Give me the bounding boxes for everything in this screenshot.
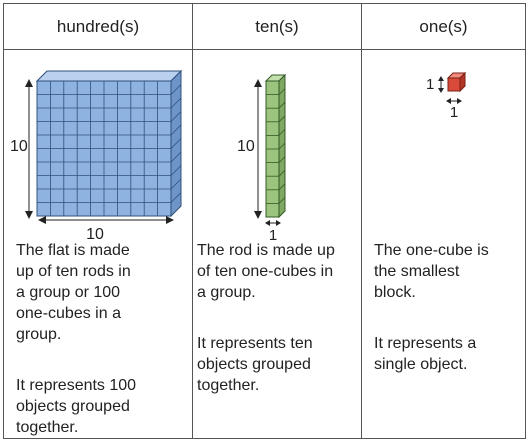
rod-grid-line	[278, 183, 286, 191]
header-tens: ten(s)	[255, 16, 299, 36]
width-dimension-arrow	[446, 98, 462, 104]
column-divider	[192, 4, 193, 438]
flat-grid-line	[170, 97, 182, 109]
flat-block-figure: 10 10	[10, 69, 183, 243]
flat-grid-line	[170, 124, 182, 136]
height-dimension-arrow	[254, 79, 262, 219]
one-cube	[446, 71, 467, 93]
column-divider	[361, 4, 362, 438]
rod-grid-line	[278, 101, 286, 109]
flat-description: The flat is made up of ten rods in a gro…	[16, 242, 131, 343]
rod-grid-line	[278, 129, 286, 136]
flat-width-label: 10	[86, 226, 104, 243]
cube-description: The one-cube is the smallest block.	[374, 242, 489, 301]
header-hundreds: hundred(s)	[56, 16, 140, 36]
flat-block	[35, 69, 183, 218]
base-ten-blocks-table: hundred(s) ten(s) one(s) 10	[3, 3, 526, 439]
flat-grid-line	[170, 151, 182, 163]
rod-representation: It represents ten objects grouped togeth…	[197, 335, 313, 394]
flat-grid-line	[170, 138, 182, 149]
rod-description: The rod is made up of ten one-cubes in a…	[197, 242, 335, 301]
header-row: hundred(s) ten(s) one(s)	[4, 4, 525, 50]
width-dimension-arrow	[38, 216, 174, 224]
header-ones: one(s)	[419, 16, 468, 36]
rod-grid-line	[278, 142, 286, 150]
rod-grid-line	[278, 197, 286, 204]
rod-width-label: 1	[269, 227, 277, 244]
flat-grid-line	[170, 192, 182, 203]
rod-grid-line	[278, 115, 286, 123]
rod-grid-line	[278, 169, 286, 177]
cube-height-label: 1	[426, 76, 434, 93]
flat-representation: It represents 100 objects grouped togeth…	[16, 377, 137, 436]
flat-grid-line	[170, 111, 182, 122]
height-dimension-arrow	[438, 76, 444, 93]
flat-height-label: 10	[10, 138, 28, 155]
one-cube-figure: 1 1	[426, 71, 467, 121]
width-dimension-arrow	[265, 220, 281, 226]
rod-grid-line	[278, 88, 286, 95]
rod-height-label: 10	[237, 138, 255, 155]
rod-block	[264, 73, 287, 219]
hundreds-column: 10 10 The flat is made up of ten rods in…	[4, 50, 192, 438]
flat-grid-line	[170, 165, 182, 176]
rod-grid-line	[278, 156, 286, 163]
height-dimension-arrow	[25, 79, 33, 219]
ones-column: 1 1 The one-cube is the smallest block. …	[362, 50, 525, 438]
cube-width-label: 1	[450, 104, 458, 121]
flat-grid-line	[170, 178, 182, 190]
tens-column: 10 1 The rod is made up of ten one-cubes…	[193, 50, 361, 438]
flat-grid-line	[170, 84, 182, 95]
rod-block-figure: 10 1	[237, 73, 287, 244]
cube-representation: It represents a single object.	[374, 335, 477, 373]
